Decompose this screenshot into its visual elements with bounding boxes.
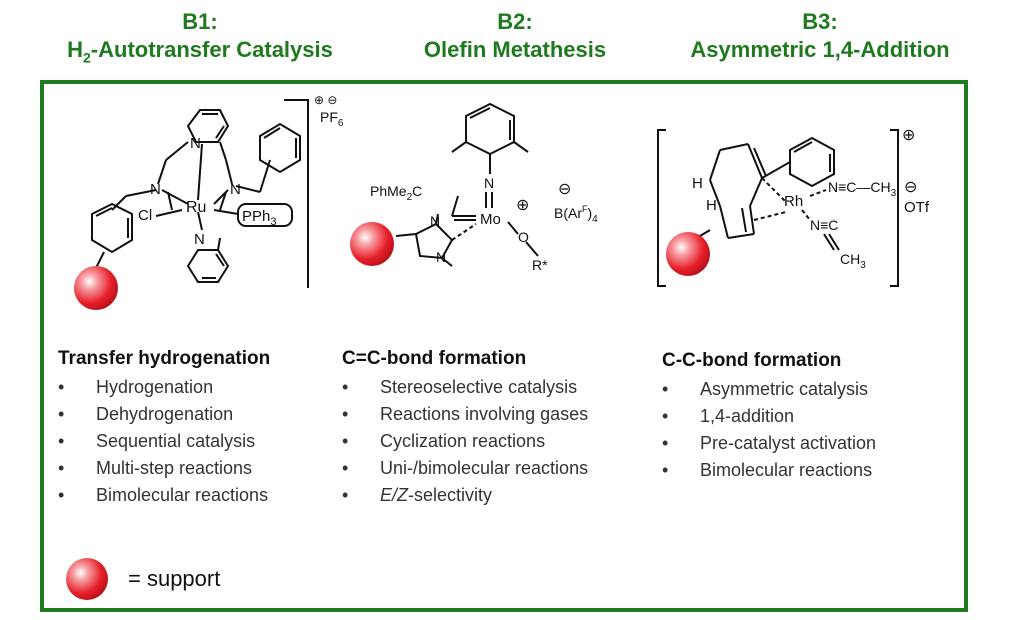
header-b2: B2: Olefin Metathesis — [380, 8, 650, 64]
list-item: •Pre-catalyst activation — [662, 433, 877, 453]
b2-n2-label: N — [436, 249, 446, 265]
section-b3-list: •Asymmetric catalysis •1,4-addition •Pre… — [662, 376, 876, 484]
list-item: •Hydrogenation — [58, 377, 214, 397]
header-b1: B1: H2-Autotransfer Catalysis — [20, 8, 380, 71]
list-item: •Asymmetric catalysis — [662, 379, 869, 399]
b2-minus-label: ⊖ — [558, 181, 571, 198]
b1-n-top-label: N — [190, 135, 201, 152]
b1-ru-label: Ru — [186, 199, 206, 216]
list-item: •Stereoselective catalysis — [342, 377, 578, 397]
b2-support-sphere — [350, 222, 394, 266]
b1-cl-label: Cl — [138, 207, 152, 224]
section-b1: Transfer hydrogenation •Hydrogenation •D… — [58, 348, 270, 509]
b2-mo-label: Mo — [480, 211, 501, 228]
b2-n1-label: N — [430, 213, 440, 229]
b3-h1-label: H — [692, 175, 703, 192]
list-item: •Cyclization reactions — [342, 431, 546, 451]
section-b1-heading: Transfer hydrogenation — [58, 348, 271, 369]
list-item: •Dehydrogenation — [58, 404, 234, 424]
b3-nc-bottom-label: N≡C — [810, 217, 838, 233]
section-b3: C-C-bond formation •Asymmetric catalysis… — [662, 350, 876, 484]
b1-support-sphere — [74, 266, 118, 310]
support-sphere-icon — [66, 558, 108, 600]
structure-b2: PhMe2C N Mo ⊕ O R* N N ⊖ B(ArF)4 — [350, 102, 598, 273]
header-b3: B3: Asymmetric 1,4-Addition — [650, 8, 990, 64]
b2-o-label: O — [518, 229, 529, 245]
b2-barf-label: B(ArF)4 — [554, 204, 598, 225]
b3-minus-label: ⊖ — [904, 179, 917, 196]
list-item: •1,4-addition — [662, 406, 795, 426]
b3-plus-label: ⊕ — [902, 127, 915, 144]
b1-n-bottom-label: N — [194, 231, 205, 248]
b1-pf6-label: PF6 — [320, 109, 344, 129]
legend-label: = support — [128, 566, 221, 591]
b2-rstar-label: R* — [532, 257, 548, 273]
header-b3-title: Asymmetric 1,4-Addition — [690, 37, 950, 62]
b1-charge-label: ⊕ ⊖ — [314, 93, 337, 107]
b2-plus-label: ⊕ — [516, 197, 529, 214]
header-b2-code: B2: — [497, 9, 533, 34]
header-b2-title: Olefin Metathesis — [423, 37, 607, 62]
list-item: •Multi-step reactions — [58, 458, 253, 478]
header-b1-code: B1: — [182, 9, 218, 34]
b1-pph3-label: PPh3 — [242, 208, 276, 228]
b1-n-left-label: N — [150, 181, 161, 198]
b3-ch3-label: CH3 — [840, 251, 866, 271]
list-item: •Bimolecular reactions — [58, 485, 269, 505]
b3-rh-label: Rh — [784, 193, 803, 210]
b1-n-right-label: N — [230, 181, 241, 198]
section-b1-list: •Hydrogenation •Dehydrogenation •Sequent… — [58, 374, 270, 509]
b3-nc-top-label: N≡C—CH3 — [828, 179, 897, 199]
section-b2: C=C-bond formation •Stereoselective cata… — [342, 348, 588, 509]
legend: = support — [64, 556, 220, 602]
structure-b1: N N N Ru Cl N PPh3 ⊕ ⊖ PF6 — [74, 93, 344, 310]
list-item: •Uni-/bimolecular reactions — [342, 458, 589, 478]
section-b2-list: •Stereoselective catalysis •Reactions in… — [342, 374, 588, 509]
section-b3-heading: C-C-bond formation — [662, 350, 842, 371]
structure-b3: H H Rh N≡C—CH3 N≡C CH3 ⊕ ⊖ OTf — [657, 127, 930, 287]
header-b3-code: B3: — [802, 9, 838, 34]
b2-n-imido-label: N — [484, 175, 494, 191]
list-item: •Sequential catalysis — [58, 431, 256, 451]
list-item: •Reactions involving gases — [342, 404, 589, 424]
b2-phme2c-label: PhMe2C — [370, 183, 422, 203]
b3-otf-label: OTf — [904, 199, 930, 216]
section-b2-heading: C=C-bond formation — [342, 348, 527, 369]
list-item: •E/Z-selectivity — [342, 485, 493, 505]
list-item: •Bimolecular reactions — [662, 460, 873, 480]
header-b1-title: H2-Autotransfer Catalysis — [67, 37, 333, 66]
b3-support-sphere — [666, 232, 710, 276]
b3-h2-label: H — [706, 197, 717, 214]
content-frame — [40, 80, 968, 612]
